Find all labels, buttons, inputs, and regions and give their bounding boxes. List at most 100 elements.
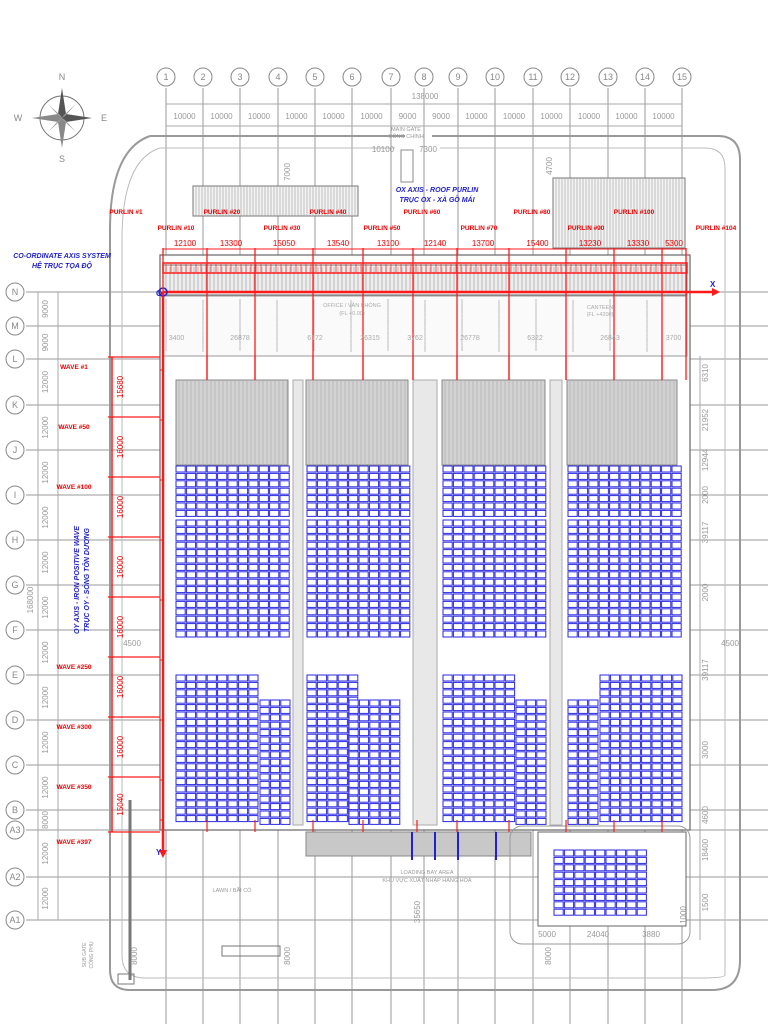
solar-module bbox=[515, 586, 526, 594]
solar-module bbox=[484, 696, 495, 704]
speckle bbox=[461, 331, 463, 333]
solar-module bbox=[609, 472, 620, 480]
solar-module bbox=[379, 721, 390, 729]
speckle bbox=[202, 310, 204, 312]
solar-module bbox=[358, 571, 369, 579]
solar-module bbox=[504, 541, 516, 549]
solar-module bbox=[630, 733, 641, 741]
solar-module bbox=[316, 741, 328, 749]
drawing-labels: 6310219521294420003911720003911730004600… bbox=[538, 356, 710, 940]
solar-module bbox=[605, 893, 616, 901]
solar-module bbox=[641, 770, 652, 778]
solar-module bbox=[609, 815, 621, 823]
solar-module bbox=[650, 549, 661, 557]
solar-module bbox=[196, 696, 207, 704]
solar-module bbox=[306, 689, 317, 697]
solar-module bbox=[525, 699, 537, 707]
solar-module bbox=[567, 623, 578, 631]
speckle bbox=[498, 346, 500, 348]
solar-module bbox=[671, 563, 682, 571]
office-canteen-zone bbox=[162, 295, 688, 357]
solar-module bbox=[553, 856, 564, 864]
solar-module bbox=[629, 593, 641, 601]
solar-module bbox=[577, 623, 589, 631]
solar-module bbox=[175, 748, 186, 756]
solar-module bbox=[452, 615, 464, 623]
solar-module bbox=[463, 465, 474, 473]
solar-module bbox=[650, 495, 661, 503]
speckle bbox=[535, 331, 537, 333]
solar-module bbox=[615, 871, 627, 879]
solar-module bbox=[671, 549, 682, 557]
solar-module bbox=[525, 623, 536, 631]
purlin-label: PURLIN #40 bbox=[310, 209, 347, 216]
coordinate-system-label-vi: HỆ TRỤC TỌA ĐỘ bbox=[32, 261, 93, 270]
solar-module bbox=[185, 726, 197, 734]
top-spacing-dim: 10000 bbox=[503, 112, 526, 121]
solar-module bbox=[567, 541, 578, 549]
oy-axis-label-vi: TRỤC OY - SÓNG TÔN DƯƠNG bbox=[82, 527, 91, 632]
speckle bbox=[609, 321, 611, 323]
solar-module bbox=[258, 563, 269, 571]
solar-module bbox=[279, 472, 290, 480]
solar-module bbox=[463, 519, 474, 527]
solar-module bbox=[237, 509, 249, 517]
solar-module bbox=[504, 704, 516, 712]
solar-module bbox=[390, 758, 401, 766]
solar-module bbox=[629, 495, 641, 503]
solar-module bbox=[442, 623, 453, 631]
speckle bbox=[313, 309, 315, 311]
solar-module bbox=[609, 778, 621, 786]
solar-module bbox=[217, 681, 228, 689]
speckle bbox=[572, 322, 574, 324]
solar-module bbox=[248, 526, 259, 534]
solar-module bbox=[584, 893, 595, 901]
solar-module bbox=[217, 623, 228, 631]
speckle bbox=[202, 306, 204, 308]
solar-module bbox=[400, 519, 411, 527]
solar-module bbox=[306, 681, 317, 689]
solar-module bbox=[248, 519, 259, 527]
solar-module bbox=[484, 556, 495, 564]
solar-module bbox=[452, 472, 464, 480]
solar-module bbox=[217, 509, 228, 517]
solar-module bbox=[671, 534, 682, 542]
solar-module bbox=[442, 741, 453, 749]
solar-module bbox=[584, 864, 595, 872]
solar-module bbox=[661, 465, 672, 473]
solar-module bbox=[626, 856, 637, 864]
solar-module bbox=[452, 792, 464, 800]
solar-module bbox=[227, 509, 238, 517]
solar-module bbox=[269, 736, 281, 744]
solar-module bbox=[515, 502, 526, 510]
guard-house bbox=[117, 973, 135, 985]
speckle bbox=[350, 336, 352, 338]
solar-module bbox=[217, 800, 228, 808]
top-spacing-dim: 10000 bbox=[248, 112, 271, 121]
speckle bbox=[239, 341, 241, 343]
solar-module bbox=[185, 487, 197, 495]
solar-module bbox=[515, 706, 526, 714]
solar-module bbox=[605, 879, 616, 887]
solar-module bbox=[185, 778, 197, 786]
solar-module bbox=[442, 792, 453, 800]
solar-module bbox=[269, 563, 280, 571]
solar-module bbox=[651, 800, 662, 808]
solar-module bbox=[651, 778, 662, 786]
solar-module-arrays bbox=[175, 465, 683, 916]
solar-module bbox=[379, 495, 390, 503]
speckle bbox=[276, 310, 278, 312]
solar-module bbox=[358, 803, 370, 811]
solar-module bbox=[588, 773, 599, 781]
solar-module bbox=[196, 608, 207, 616]
solar-module bbox=[327, 741, 338, 749]
solar-module bbox=[358, 630, 369, 638]
solar-module bbox=[248, 726, 259, 734]
solar-module bbox=[494, 681, 505, 689]
solar-module bbox=[536, 495, 547, 503]
solar-module bbox=[640, 549, 651, 557]
solar-module bbox=[599, 785, 610, 793]
solar-module bbox=[563, 871, 575, 879]
solar-module bbox=[577, 729, 589, 737]
solar-module bbox=[515, 534, 526, 542]
